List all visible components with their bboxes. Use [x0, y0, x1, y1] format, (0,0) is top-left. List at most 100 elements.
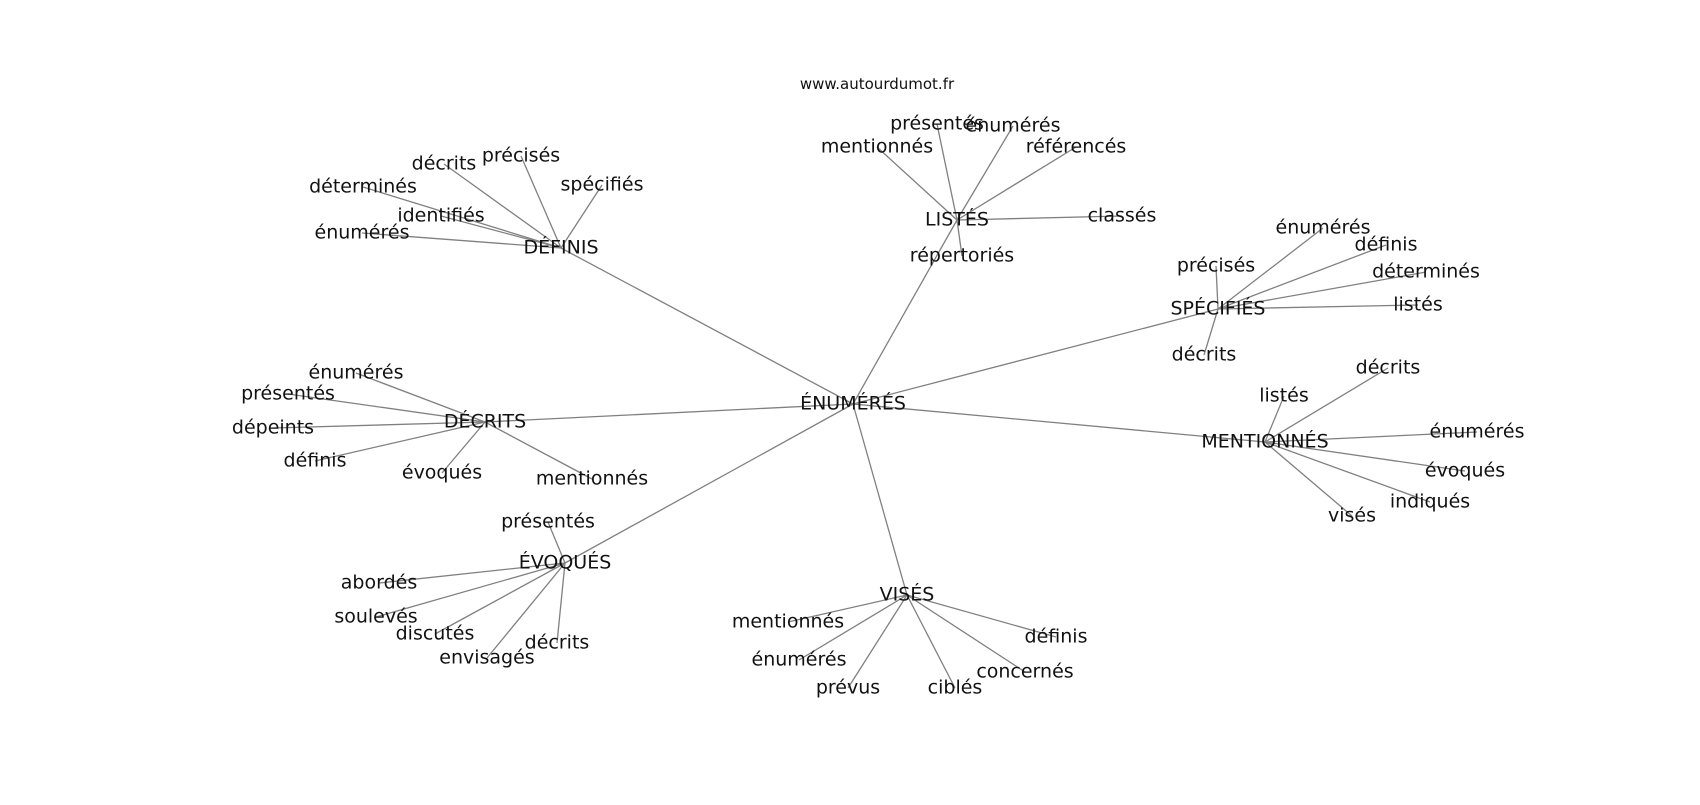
hub-word-definis[interactable]: DÉFINIS — [523, 236, 598, 259]
leaf-word-decrits-mentionnes[interactable]: mentionnés — [536, 468, 648, 490]
leaf-word-listes-presentes[interactable]: présentés — [890, 113, 984, 135]
edges — [272, 123, 1478, 689]
edge-definis-decrits — [443, 163, 562, 249]
leaf-word-vises-prevus[interactable]: prévus — [816, 677, 880, 699]
edge-listes-repertories — [956, 219, 963, 257]
leaf-word-evoques-souleves[interactable]: soulevés — [334, 606, 417, 628]
edge-evoques-decrits — [556, 562, 566, 644]
edge-evoques-presentes — [547, 521, 566, 564]
leaf-word-specifies-enumeres[interactable]: énumérés — [1276, 217, 1371, 239]
edge-mentionnes-decrits — [1264, 367, 1389, 443]
leaf-word-specifies-precises[interactable]: précisés — [1177, 255, 1255, 277]
edge-listes-classes — [956, 215, 1123, 221]
edge-listes-references — [956, 146, 1077, 221]
leaf-word-mentionnes-evoques[interactable]: évoqués — [1425, 460, 1505, 482]
site-label[interactable]: www.autourdumot.fr — [800, 75, 955, 93]
edge-listes-enumeres — [956, 125, 1014, 221]
edge-center-decrits — [484, 403, 854, 423]
edge-decrits-definis — [314, 421, 486, 462]
leaf-word-specifies-definis[interactable]: définis — [1355, 234, 1418, 256]
edge-mentionnes-indiques — [1264, 441, 1431, 503]
edge-specifies-precises — [1215, 265, 1219, 310]
leaf-word-listes-classes[interactable]: classés — [1088, 205, 1157, 227]
edge-mentionnes-listes — [1264, 395, 1285, 443]
leaf-word-decrits-definis[interactable]: définis — [284, 450, 347, 472]
edge-decrits-presentes — [287, 393, 486, 423]
leaf-word-definis-identifies[interactable]: identifiés — [397, 205, 484, 227]
edge-evoques-envisages — [486, 562, 566, 659]
edge-mentionnes-vises — [1264, 441, 1353, 517]
edge-vises-prevus — [847, 594, 908, 689]
hub-word-decrits[interactable]: DÉCRITS — [444, 410, 526, 433]
leaf-word-specifies-determines[interactable]: déterminés — [1372, 261, 1480, 283]
edge-center-listes — [852, 219, 958, 405]
edge-evoques-abordes — [378, 562, 566, 584]
edge-vises-mentionnes — [787, 594, 908, 623]
leaf-word-vises-definis[interactable]: définis — [1025, 626, 1088, 648]
edge-definis-precises — [520, 155, 562, 249]
leaf-word-decrits-depeints[interactable]: dépeints — [232, 417, 314, 439]
leaf-word-definis-enumeres[interactable]: énumérés — [315, 222, 410, 244]
leaf-word-vises-cibles[interactable]: ciblés — [928, 677, 983, 699]
leaf-word-listes-enumeres[interactable]: énumérés — [966, 115, 1061, 137]
edge-vises-enumeres — [798, 594, 908, 661]
edge-specifies-enumeres — [1217, 227, 1324, 310]
edge-specifies-listes — [1217, 304, 1419, 310]
hub-word-specifies[interactable]: SPÉCIFIÉS — [1171, 297, 1266, 320]
edge-definis-enumeres — [361, 232, 562, 249]
leaf-word-definis-precises[interactable]: précisés — [482, 145, 560, 167]
edge-evoques-discutes — [434, 562, 566, 635]
hub-word-mentionnes[interactable]: MENTIONNÉS — [1201, 430, 1328, 453]
leaf-word-decrits-enumeres[interactable]: énumérés — [309, 362, 404, 384]
edge-center-mentionnes — [852, 403, 1266, 443]
edge-definis-identifies — [440, 215, 562, 249]
edge-specifies-determines — [1217, 271, 1427, 310]
leaf-word-evoques-abordes[interactable]: abordés — [341, 572, 417, 594]
leaf-word-definis-specifies[interactable]: spécifiés — [561, 174, 644, 196]
leaf-word-mentionnes-listes[interactable]: listés — [1259, 385, 1309, 407]
edge-decrits-depeints — [272, 421, 486, 429]
leaf-word-evoques-envisages[interactable]: envisagés — [439, 647, 534, 669]
edge-definis-specifies — [560, 184, 603, 249]
labels: précisésdécritsspécifiésdéterminésidenti… — [232, 113, 1525, 699]
leaf-word-evoques-discutes[interactable]: discutés — [396, 623, 475, 645]
leaf-word-listes-mentionnes[interactable]: mentionnés — [821, 136, 933, 158]
hub-word-vises[interactable]: VISÉS — [880, 583, 935, 606]
hub-word-evoques[interactable]: ÉVOQUÉS — [519, 551, 612, 574]
leaf-word-decrits-presentes[interactable]: présentés — [241, 383, 335, 405]
leaf-word-evoques-decrits[interactable]: décrits — [525, 632, 590, 654]
edge-listes-mentionnes — [876, 146, 958, 221]
edge-decrits-mentionnes — [484, 421, 593, 480]
leaf-word-mentionnes-enumeres[interactable]: énumérés — [1430, 421, 1525, 443]
leaf-word-mentionnes-decrits[interactable]: décrits — [1356, 357, 1421, 379]
leaf-word-vises-concernes[interactable]: concernés — [976, 661, 1073, 683]
leaf-word-decrits-evoques[interactable]: évoqués — [402, 462, 482, 484]
edge-mentionnes-enumeres — [1264, 431, 1478, 443]
edge-vises-cibles — [906, 594, 956, 689]
edge-specifies-definis — [1217, 244, 1387, 310]
edge-center-evoques — [564, 403, 854, 564]
leaf-word-listes-repertories[interactable]: répertoriés — [910, 245, 1014, 267]
center-word[interactable]: ÉNUMÉRÉS — [800, 392, 906, 415]
leaf-word-vises-enumeres[interactable]: énumérés — [752, 649, 847, 671]
edge-center-definis — [560, 247, 854, 405]
leaf-word-mentionnes-indiques[interactable]: indiqués — [1390, 491, 1470, 513]
edge-listes-presentes — [936, 123, 958, 221]
edge-vises-concernes — [906, 594, 1026, 673]
edge-decrits-evoques — [441, 421, 486, 474]
leaf-word-listes-references[interactable]: référencés — [1026, 136, 1127, 158]
leaf-word-specifies-decrits[interactable]: décrits — [1172, 344, 1237, 366]
edge-mentionnes-evoques — [1264, 441, 1466, 472]
leaf-word-definis-determines[interactable]: déterminés — [309, 176, 417, 198]
hub-word-listes[interactable]: LISTÉS — [925, 208, 989, 231]
edge-evoques-souleves — [375, 562, 566, 618]
edge-specifies-decrits — [1203, 308, 1219, 356]
leaf-word-evoques-presentes[interactable]: présentés — [501, 511, 595, 533]
edge-decrits-enumeres — [355, 372, 486, 423]
leaf-word-specifies-listes[interactable]: listés — [1393, 294, 1443, 316]
edge-definis-determines — [362, 186, 562, 249]
leaf-word-mentionnes-vises[interactable]: visés — [1328, 505, 1376, 527]
leaf-word-vises-mentionnes[interactable]: mentionnés — [732, 611, 844, 633]
leaf-word-definis-decrits[interactable]: décrits — [412, 153, 477, 175]
